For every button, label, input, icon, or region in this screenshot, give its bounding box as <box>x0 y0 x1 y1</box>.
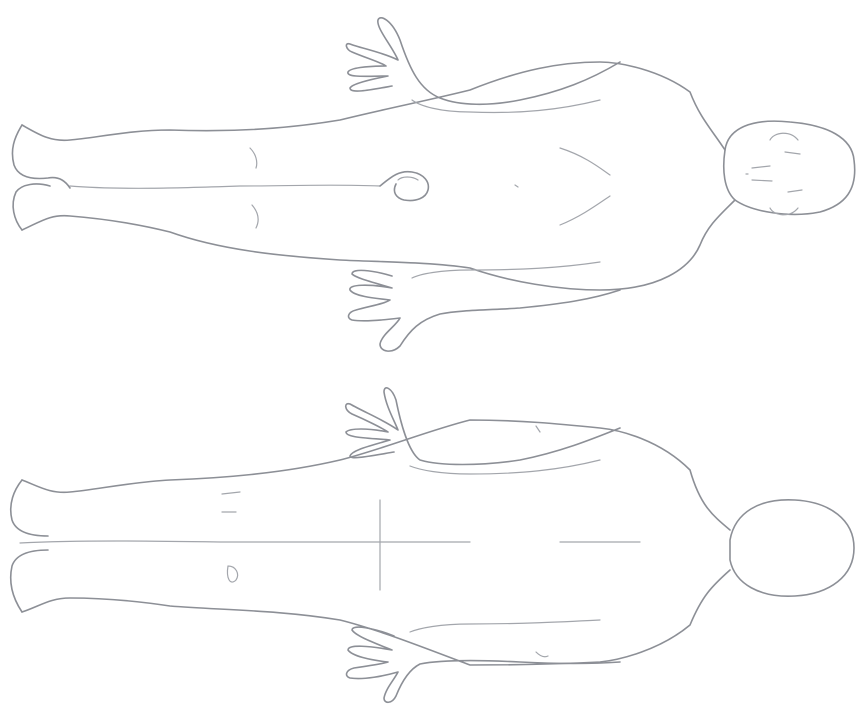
front-groin <box>380 172 428 201</box>
back-foot-bottom <box>11 550 48 612</box>
front-ear-top <box>770 133 798 140</box>
front-foot-bottom <box>13 184 50 230</box>
back-elbow-bottom <box>536 652 548 657</box>
front-body-figure <box>12 18 854 351</box>
front-leg-split <box>70 185 380 188</box>
front-arm-bottom <box>349 270 620 351</box>
front-head <box>724 121 855 214</box>
back-body-figure <box>11 388 854 702</box>
front-face <box>746 152 802 192</box>
front-knee-top <box>250 148 257 168</box>
front-knee-bottom <box>252 205 258 228</box>
back-calf-top <box>222 492 240 512</box>
back-leg-split <box>20 541 380 543</box>
front-navel <box>515 185 518 187</box>
back-torso-top <box>22 420 730 530</box>
front-torso-top <box>22 62 725 150</box>
back-calf-bottom <box>227 566 237 582</box>
back-torso-bottom <box>22 570 730 665</box>
front-arm-top <box>346 18 620 104</box>
back-elbow-top <box>536 426 540 432</box>
front-torso-bottom <box>22 200 735 290</box>
front-groin-inner <box>398 177 418 180</box>
back-head <box>730 500 854 596</box>
front-chest-line <box>560 148 610 225</box>
back-arm-inner-bottom <box>410 620 600 632</box>
